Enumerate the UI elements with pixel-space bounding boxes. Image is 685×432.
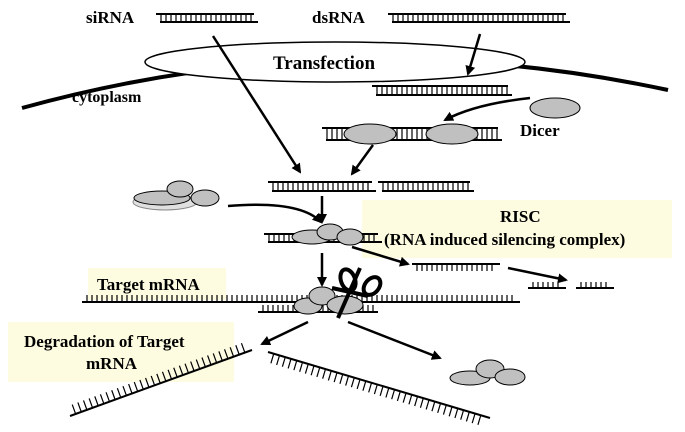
sirna-label: siRNA: [86, 8, 135, 27]
dsrna-inside: [372, 85, 512, 96]
sirna-product-2: [378, 181, 474, 192]
passenger-fragment-2: [576, 282, 614, 289]
arrow-risc-loading: [227, 203, 323, 224]
arrow-passenger-release: [351, 245, 410, 267]
target-mrna-label: Target mRNA: [97, 275, 200, 294]
dsrna-long: [388, 13, 570, 23]
scissors-icon: [331, 267, 383, 319]
dicer-free: [529, 97, 581, 119]
degradation-label-line2: mRNA: [86, 354, 138, 373]
transfection-label: Transfection: [273, 53, 375, 74]
arrow-mrna-cleaved: [260, 320, 309, 346]
passenger-fragment-1: [528, 282, 566, 289]
risc-fullname-label: (RNA induced silencing complex): [384, 230, 625, 249]
risc-highlight-box: [362, 200, 672, 258]
arrow-passenger-degrade: [507, 266, 568, 284]
sirna-duplex: [156, 13, 258, 23]
degradation-highlight-box: [8, 322, 234, 382]
dsrna-label: dsRNA: [312, 8, 366, 27]
risc-label: RISC: [500, 207, 541, 226]
dicer-label: Dicer: [520, 121, 560, 140]
degraded-mrna-right: [267, 351, 491, 426]
target-mrna-highlight-box: [88, 268, 226, 300]
risc-protein-free: [132, 180, 220, 211]
arrow-sirna-to-cytoplasm: [211, 35, 302, 174]
process-arrows: [211, 33, 568, 360]
degradation-label-line1: Degradation of Target: [24, 332, 185, 351]
sirna-product-1: [268, 181, 376, 192]
passenger-strand: [412, 263, 500, 271]
risc-protein-loaded: [291, 223, 364, 246]
arrow-to-dicer: [443, 96, 531, 122]
transfection-ellipse: [144, 41, 526, 83]
cytoplasm-label: cytoplasm: [72, 89, 142, 106]
arrow-dicer-product: [350, 144, 375, 176]
dicer-cutting: [343, 123, 479, 145]
degraded-mrna-left: [69, 342, 253, 417]
risc-protein-cleaving: [293, 286, 364, 315]
arrow-dsrna-in: [465, 33, 482, 76]
arrow-risc-recycle: [347, 320, 442, 360]
risc-protein-recycled: [449, 359, 526, 386]
